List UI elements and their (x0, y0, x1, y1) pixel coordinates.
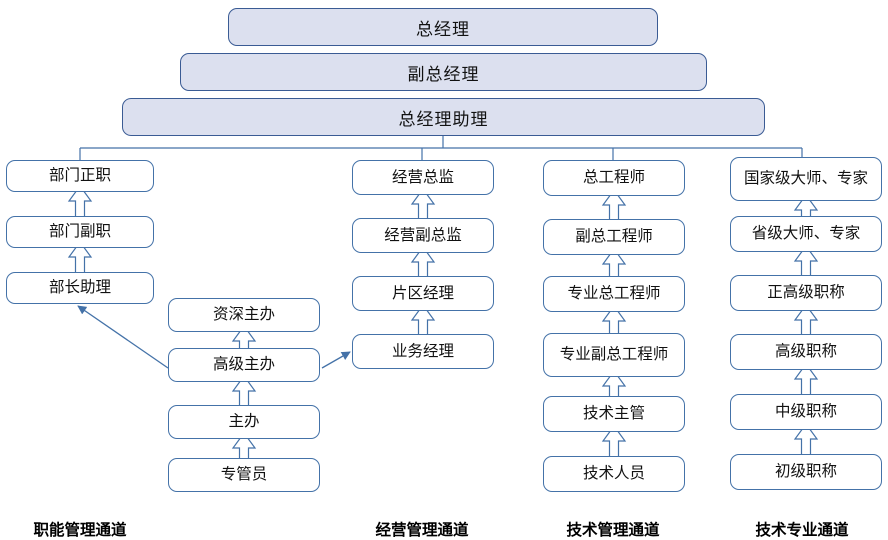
pyramid-bar-label: 副总经理 (407, 64, 480, 84)
node-box[interactable]: 主办 (168, 405, 320, 439)
node-box[interactable]: 专管员 (168, 458, 320, 492)
node-box[interactable]: 专业副总工程师 (543, 333, 685, 377)
node-label: 专业总工程师 (567, 285, 661, 303)
node-label: 副总工程师 (575, 228, 653, 246)
node-label: 经营副总监 (384, 226, 462, 244)
node-box[interactable]: 国家级大师、专家 (730, 157, 882, 201)
node-label: 专业副总工程师 (559, 346, 669, 364)
node-box[interactable]: 经营副总监 (352, 218, 494, 253)
node-label: 资深主办 (212, 306, 275, 324)
node-box[interactable]: 初级职称 (730, 454, 882, 490)
node-label: 中级职称 (774, 403, 837, 421)
node-label: 经营总监 (391, 168, 454, 186)
node-box[interactable]: 经营总监 (352, 160, 494, 195)
node-box[interactable]: 技术主管 (543, 396, 685, 432)
node-label: 技术人员 (582, 465, 645, 483)
node-box[interactable]: 技术人员 (543, 456, 685, 492)
node-label: 部门副职 (48, 223, 111, 241)
node-label: 片区经理 (391, 284, 454, 302)
node-label: 主办 (228, 413, 260, 431)
node-label: 省级大师、专家 (751, 225, 861, 243)
node-box[interactable]: 部门正职 (6, 160, 154, 192)
node-box[interactable]: 高级职称 (730, 334, 882, 370)
node-box[interactable]: 资深主办 (168, 298, 320, 332)
node-box[interactable]: 正高级职称 (730, 275, 882, 311)
node-box[interactable]: 片区经理 (352, 276, 494, 311)
node-label: 总工程师 (582, 169, 645, 187)
node-label: 技术主管 (582, 405, 645, 423)
channel-label-tech-prof: 技术专业通道 (755, 522, 849, 539)
pyramid-bar-1[interactable]: 总经理 (228, 8, 658, 46)
cross-link-0 (77, 305, 169, 369)
pyramid-bar-label: 总经理 (416, 19, 470, 39)
node-box[interactable]: 部长助理 (6, 272, 154, 304)
node-box[interactable]: 省级大师、专家 (730, 216, 882, 252)
node-box[interactable]: 业务经理 (352, 334, 494, 369)
pyramid-bar-2[interactable]: 副总经理 (180, 53, 707, 91)
node-label: 正高级职称 (767, 284, 845, 302)
channel-label-tech-mgmt: 技术管理通道 (566, 522, 660, 539)
channel-label-functional: 职能管理通道 (33, 522, 127, 539)
node-box[interactable]: 高级主办 (168, 348, 320, 382)
node-box[interactable]: 总工程师 (543, 160, 685, 196)
pyramid-bar-label: 总经理助理 (398, 109, 489, 129)
node-box[interactable]: 部门副职 (6, 216, 154, 248)
node-label: 高级主办 (212, 356, 275, 374)
channel-label-business: 经营管理通道 (375, 522, 469, 539)
node-label: 高级职称 (774, 343, 837, 361)
node-label: 部长助理 (48, 279, 111, 297)
node-label: 部门正职 (48, 167, 111, 185)
node-label: 初级职称 (774, 463, 837, 481)
node-label: 国家级大师、专家 (743, 170, 868, 188)
node-box[interactable]: 专业总工程师 (543, 276, 685, 312)
node-label: 专管员 (220, 466, 268, 484)
cross-link-1 (321, 351, 351, 369)
node-box[interactable]: 副总工程师 (543, 219, 685, 255)
node-label: 业务经理 (391, 342, 454, 360)
pyramid-bar-3[interactable]: 总经理助理 (122, 98, 765, 136)
node-box[interactable]: 中级职称 (730, 394, 882, 430)
